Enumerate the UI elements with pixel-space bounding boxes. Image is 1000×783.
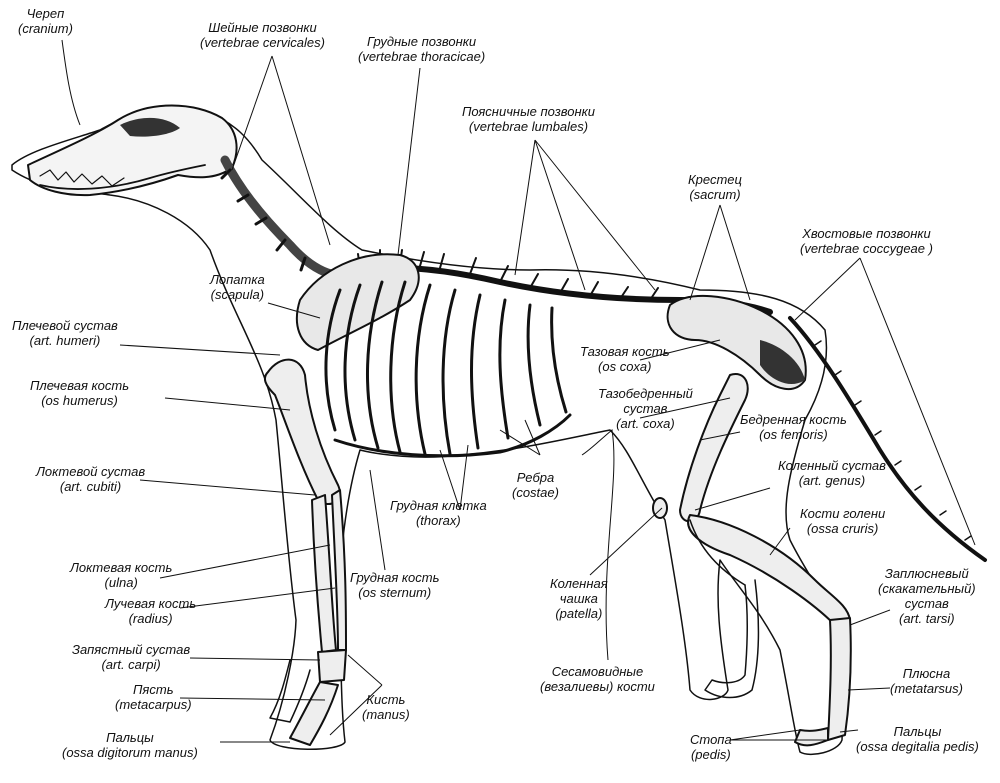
femur [679, 373, 749, 523]
label-radius: Лучевая кость (radius) [105, 596, 197, 626]
label-tarsal-joint: Заплюсневый (скакательный) сустав (art. … [878, 566, 976, 626]
radius-ulna [311, 489, 347, 653]
scapula [295, 253, 420, 351]
label-cervical-vertebrae: Шейные позвонки (vertebrae cervicales) [200, 20, 325, 50]
label-coccygeal-vertebrae: Хвостовые позвонки (vertebrae coccygeae … [800, 226, 933, 256]
label-digits-manus: Пальцы (ossa digitorum manus) [62, 730, 198, 760]
label-os-coxa: Тазовая кость (os coxa) [580, 344, 670, 374]
label-sacrum: Крестец (sacrum) [688, 172, 742, 202]
hind-foot [794, 617, 852, 747]
label-lumbar-vertebrae: Поясничные позвонки (vertebrae lumbales) [462, 104, 596, 134]
label-crus: Кости голени (ossa cruris) [800, 506, 886, 536]
far-forefoot [269, 659, 311, 723]
label-knee-joint: Коленный сустав (art. genus) [778, 458, 886, 488]
label-scapula: Лопатка (scapula) [210, 272, 265, 302]
label-metatarsus: Плюсна (metatarsus) [890, 666, 963, 696]
label-sesamoid-bones: Сесамовидные (везалиевы) кости [540, 664, 655, 694]
carpus-forefoot [289, 649, 347, 746]
ribs [324, 280, 568, 456]
cervical-spine [220, 155, 340, 280]
label-patella: Коленная чашка (patella) [550, 576, 608, 621]
jaw [39, 164, 206, 190]
label-thoracic-vertebrae: Грудные позвонки (vertebrae thoracicae) [358, 34, 486, 64]
label-elbow-joint: Локтевой сустав (art. cubiti) [36, 464, 146, 494]
leader-lines [61, 39, 976, 743]
sternum [333, 413, 572, 458]
label-digits-pes: Пальцы (ossa degitalia pedis) [856, 724, 979, 754]
teeth [39, 169, 125, 187]
label-carpal-joint: Запястный сустав (art. carpi) [72, 642, 191, 672]
label-pes: Стопа (pedis) [690, 732, 732, 762]
label-thorax: Грудная клетка (thorax) [390, 498, 487, 528]
body-outline [11, 108, 844, 756]
label-manus: Кисть (manus) [362, 692, 410, 722]
label-femur: Бедренная кость (os femoris) [740, 412, 847, 442]
label-ulna: Локтевая кость (ulna) [70, 560, 173, 590]
skull [27, 104, 238, 197]
tail [788, 316, 987, 562]
label-shoulder-joint: Плечевой сустав (art. humeri) [12, 318, 118, 348]
label-humerus: Плечевая кость (os humerus) [30, 378, 130, 408]
label-ribs: Ребра (costae) [512, 470, 559, 500]
label-hip-joint: Тазобедренный сустав (art. coxa) [598, 386, 693, 431]
label-sternum: Грудная кость (os sternum) [350, 570, 440, 600]
label-cranium: Череп (cranium) [18, 6, 73, 36]
far-hind-foot [704, 579, 760, 699]
label-metacarpus: Пясть (metacarpus) [115, 682, 192, 712]
humerus [263, 358, 341, 505]
far-hind-leg [689, 519, 746, 586]
skull-cavity [120, 117, 180, 137]
